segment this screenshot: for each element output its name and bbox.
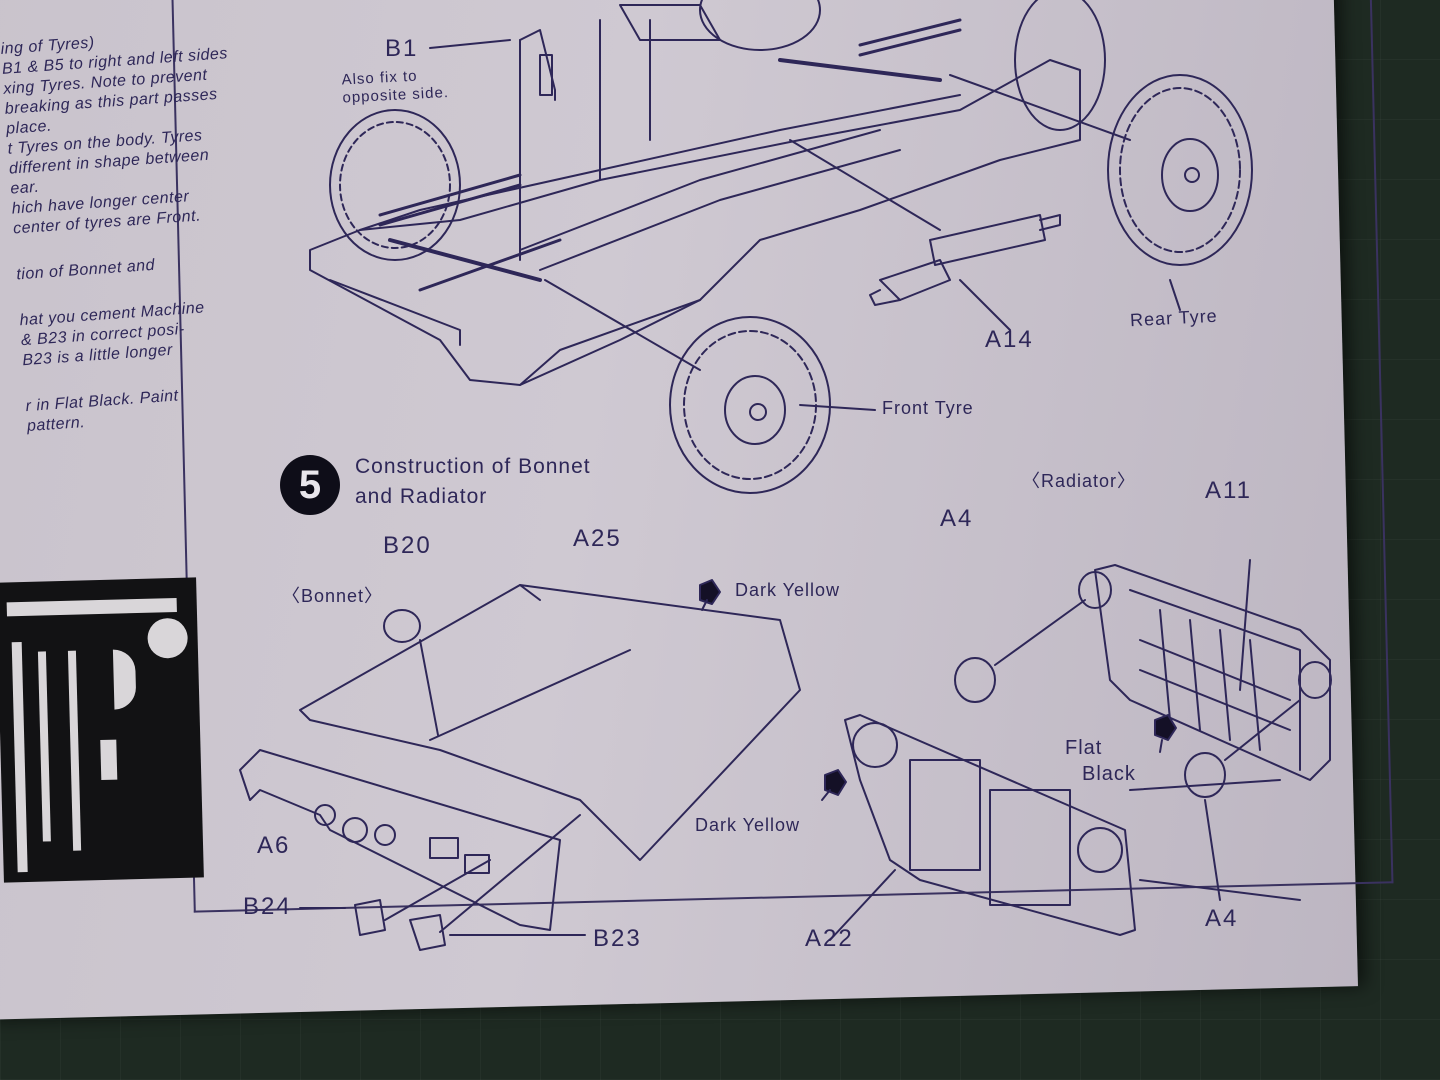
label-dark-yellow-grille: Dark Yellow [695, 815, 801, 835]
label-b20: B20 [383, 532, 432, 559]
label-b23: B23 [593, 925, 642, 952]
label-b1: B1 [385, 35, 419, 62]
label-a6: A6 [257, 832, 291, 859]
label-flat-black-1: Flat [1065, 737, 1103, 759]
note-b1: Also fix to opposite side. [341, 67, 450, 107]
label-bonnet-section: 〈Bonnet〉 [282, 586, 384, 606]
step-title: Construction of Bonnet and Radiator [355, 452, 591, 512]
label-a22: A22 [805, 925, 854, 952]
label-front-tyre: Front Tyre [882, 398, 974, 418]
step-title-line1: Construction of Bonnet [355, 455, 591, 478]
label-b24: B24 [243, 893, 292, 920]
label-a25: A25 [573, 525, 622, 552]
label-dark-yellow-bonnet: Dark Yellow [735, 580, 841, 600]
step-title-line2: and Radiator [355, 485, 488, 508]
step-number-badge: 5 [280, 455, 340, 515]
label-a4-top: A4 [940, 505, 974, 532]
label-flat-black-2: Black [1082, 763, 1136, 785]
label-a4-bottom: A4 [1205, 905, 1239, 932]
label-a11: A11 [1205, 477, 1252, 504]
label-a14: A14 [985, 326, 1034, 353]
label-radiator-section: 〈Radiator〉 [1022, 471, 1137, 491]
